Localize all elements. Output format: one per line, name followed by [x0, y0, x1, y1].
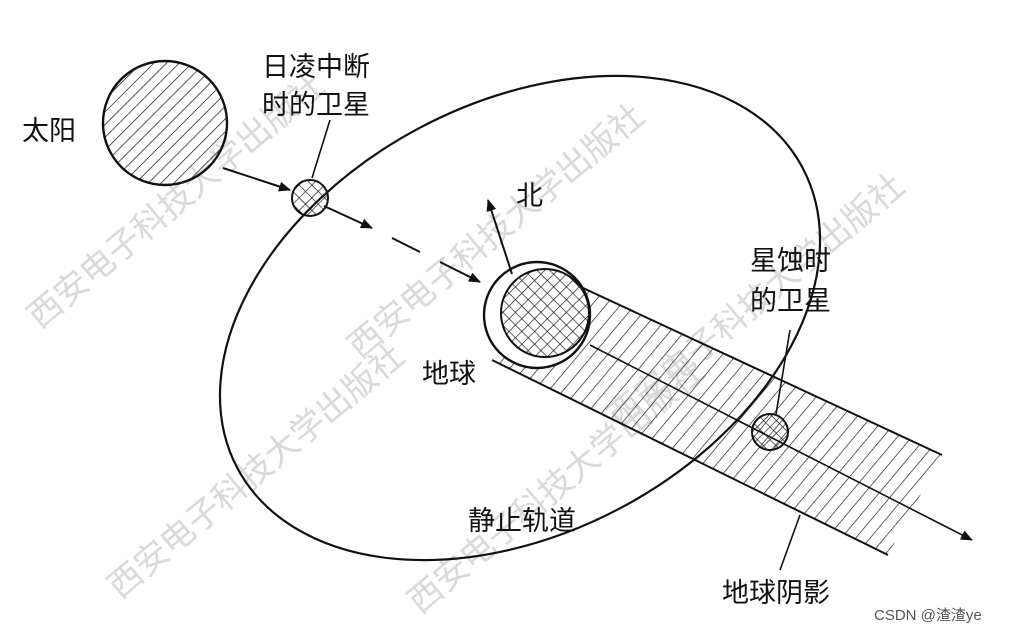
watermark-text-4: 西安电子科技大学出版社	[100, 336, 412, 607]
label-geostationary-orbit: 静止轨道	[468, 506, 576, 537]
label-earth-shadow: 地球阴影	[722, 578, 830, 609]
sun-outage-satellite-leader	[312, 120, 330, 178]
sun-ray-dash-1	[392, 238, 420, 252]
label-eclipse-satellite-line1: 星蚀时	[750, 246, 831, 277]
earth-night-side	[501, 269, 589, 357]
eclipse-satellite	[752, 414, 788, 450]
credit-text: CSDN @渣渣ye	[874, 607, 982, 624]
earth-shadow-leader	[780, 515, 800, 570]
label-sun-outage-satellite-line2: 时的卫星	[262, 90, 370, 121]
label-sun: 太阳	[22, 116, 76, 147]
label-earth: 地球	[422, 359, 476, 390]
sun-circle	[103, 61, 227, 185]
sun-outage-satellite	[292, 180, 328, 216]
label-sun-outage-satellite-line1: 日凌中断	[262, 52, 370, 83]
label-eclipse-satellite-line2: 的卫星	[750, 286, 831, 317]
sun-ray-arrow-2	[324, 206, 372, 228]
label-north: 北	[516, 181, 543, 212]
